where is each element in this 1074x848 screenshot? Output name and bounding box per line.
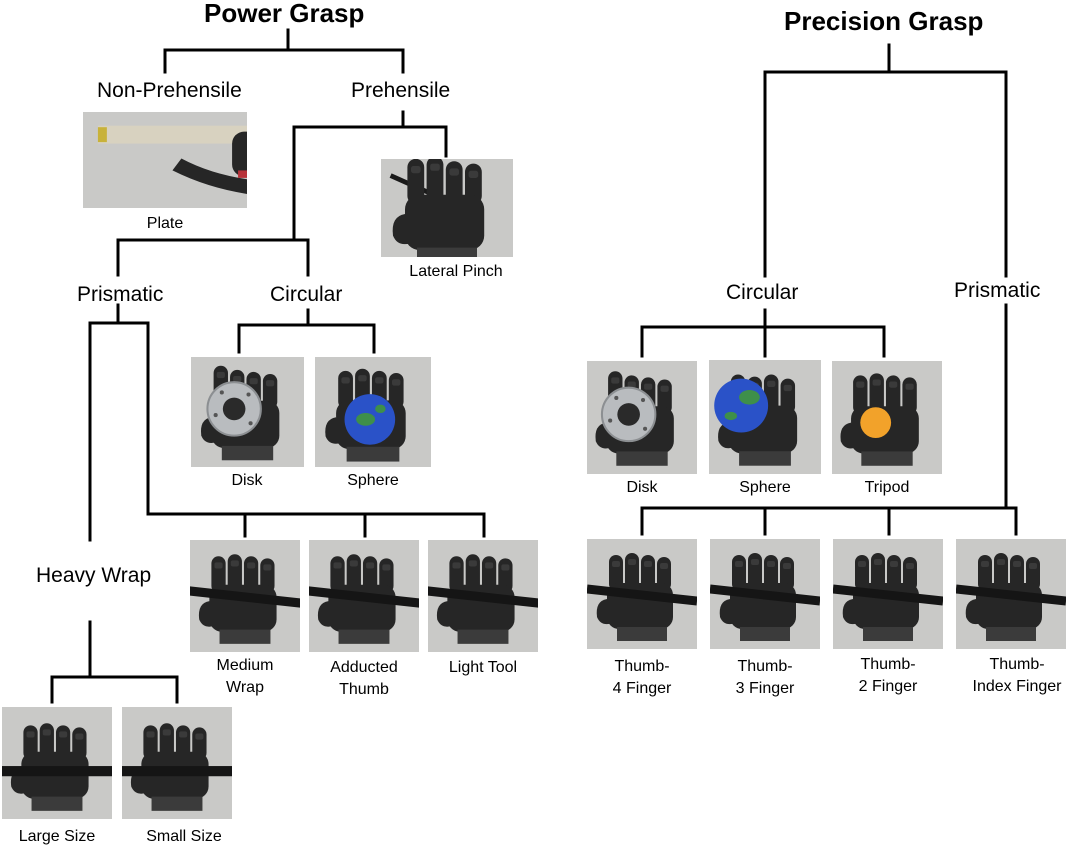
- medium-wrap-caption: Medium Wrap: [200, 655, 290, 698]
- adducted-thumb-photo: [309, 540, 419, 652]
- precision-sphere-photo: [709, 360, 821, 474]
- tripod-caption: Tripod: [864, 479, 910, 496]
- photo-illustration: [389, 159, 485, 257]
- small-size-photo: [122, 707, 232, 819]
- thumb-index-finger-caption: Thumb- Index Finger: [961, 654, 1073, 697]
- adducted-thumb-caption-line-2: Thumb: [339, 680, 389, 698]
- photo-illustration: [833, 553, 943, 641]
- thumb-3-finger-caption: Thumb- 3 Finger: [720, 656, 810, 699]
- prehensile-label: Prehensile: [351, 79, 451, 102]
- power-sphere-photo: [315, 357, 431, 467]
- plate-grasp-photo: [83, 112, 247, 208]
- large-size-photo: [2, 707, 112, 819]
- light-tool-caption: Light Tool: [448, 659, 518, 676]
- photo-illustration: [325, 368, 406, 462]
- lateral-pinch-photo: [381, 159, 513, 257]
- photo-illustration: [595, 371, 674, 466]
- thumb-2-finger-caption-line-1: Thumb-: [860, 656, 916, 673]
- thumb-4-finger-caption: Thumb- 4 Finger: [597, 656, 687, 699]
- photo-illustration: [428, 554, 538, 644]
- photo-illustration: [956, 553, 1066, 641]
- non-prehensile-label: Non-Prehensile: [97, 79, 242, 102]
- connector-prehensile: [292, 110, 448, 242]
- photo-illustration: [190, 554, 300, 644]
- connector-power-root: [163, 28, 405, 74]
- precision-circular-label: Circular: [726, 281, 799, 304]
- connector-heavy-wrap: [50, 620, 179, 704]
- adducted-thumb-caption-line-1: Adducted: [330, 659, 398, 676]
- thumb-index-finger-caption-line-1: Thumb-: [989, 656, 1045, 673]
- connector-precision-circular-children: [640, 308, 886, 358]
- connector-power-prismatic: [88, 303, 486, 542]
- light-tool-photo: [428, 540, 538, 652]
- thumb-3-finger-photo: [710, 539, 820, 649]
- power-prismatic-label: Prismatic: [77, 283, 164, 306]
- photo-illustration: [840, 373, 919, 466]
- small-size-caption: Small Size: [146, 828, 222, 845]
- connector-prismatic-circular: [116, 238, 310, 277]
- medium-wrap-caption-line-1: Medium: [216, 657, 274, 674]
- connector-precision-root: [763, 43, 1008, 278]
- power-disk-caption: Disk: [231, 472, 263, 489]
- large-size-caption: Large Size: [18, 828, 96, 845]
- medium-wrap-caption-line-2: Wrap: [226, 678, 264, 696]
- thumb-index-finger-caption-line-2: Index Finger: [972, 677, 1062, 695]
- power-disk-photo: [191, 357, 304, 467]
- photo-illustration: [309, 554, 419, 644]
- photo-illustration: [122, 723, 232, 811]
- thumb-4-finger-caption-line-2: 4 Finger: [612, 679, 672, 697]
- precision-disk-caption: Disk: [626, 479, 658, 496]
- precision-prismatic-label: Prismatic: [954, 279, 1041, 302]
- power-sphere-caption: Sphere: [347, 472, 399, 489]
- photo-illustration: [587, 553, 697, 641]
- thumb-4-finger-photo: [587, 539, 697, 649]
- photo-illustration: [97, 125, 247, 194]
- connector-power-circular-children: [237, 308, 376, 354]
- thumb-2-finger-caption: Thumb- 2 Finger: [843, 654, 933, 697]
- power-grasp-title: Power Grasp: [204, 0, 365, 28]
- connector-precision-prismatic: [640, 303, 1018, 536]
- heavy-wrap-label: Heavy Wrap: [36, 564, 152, 587]
- thumb-3-finger-caption-line-1: Thumb-: [737, 658, 793, 675]
- thumb-2-finger-caption-line-2: 2 Finger: [858, 677, 918, 695]
- thumb-2-finger-photo: [833, 539, 943, 649]
- lateral-pinch-caption: Lateral Pinch: [409, 263, 503, 280]
- photo-illustration: [200, 365, 280, 461]
- power-circular-label: Circular: [270, 283, 343, 306]
- plate-caption: Plate: [146, 215, 184, 232]
- tripod-photo: [832, 361, 942, 474]
- photo-illustration: [710, 553, 820, 641]
- photo-illustration: [714, 374, 798, 466]
- medium-wrap-photo: [190, 540, 300, 652]
- thumb-3-finger-caption-line-2: 3 Finger: [735, 679, 795, 697]
- thumb-4-finger-caption-line-1: Thumb-: [614, 658, 670, 675]
- precision-grasp-title: Precision Grasp: [784, 6, 984, 36]
- adducted-thumb-caption: Adducted Thumb: [314, 657, 414, 700]
- photo-illustration: [2, 723, 112, 811]
- precision-disk-photo: [587, 361, 697, 474]
- precision-sphere-caption: Sphere: [739, 479, 791, 496]
- thumb-index-finger-photo: [956, 539, 1066, 649]
